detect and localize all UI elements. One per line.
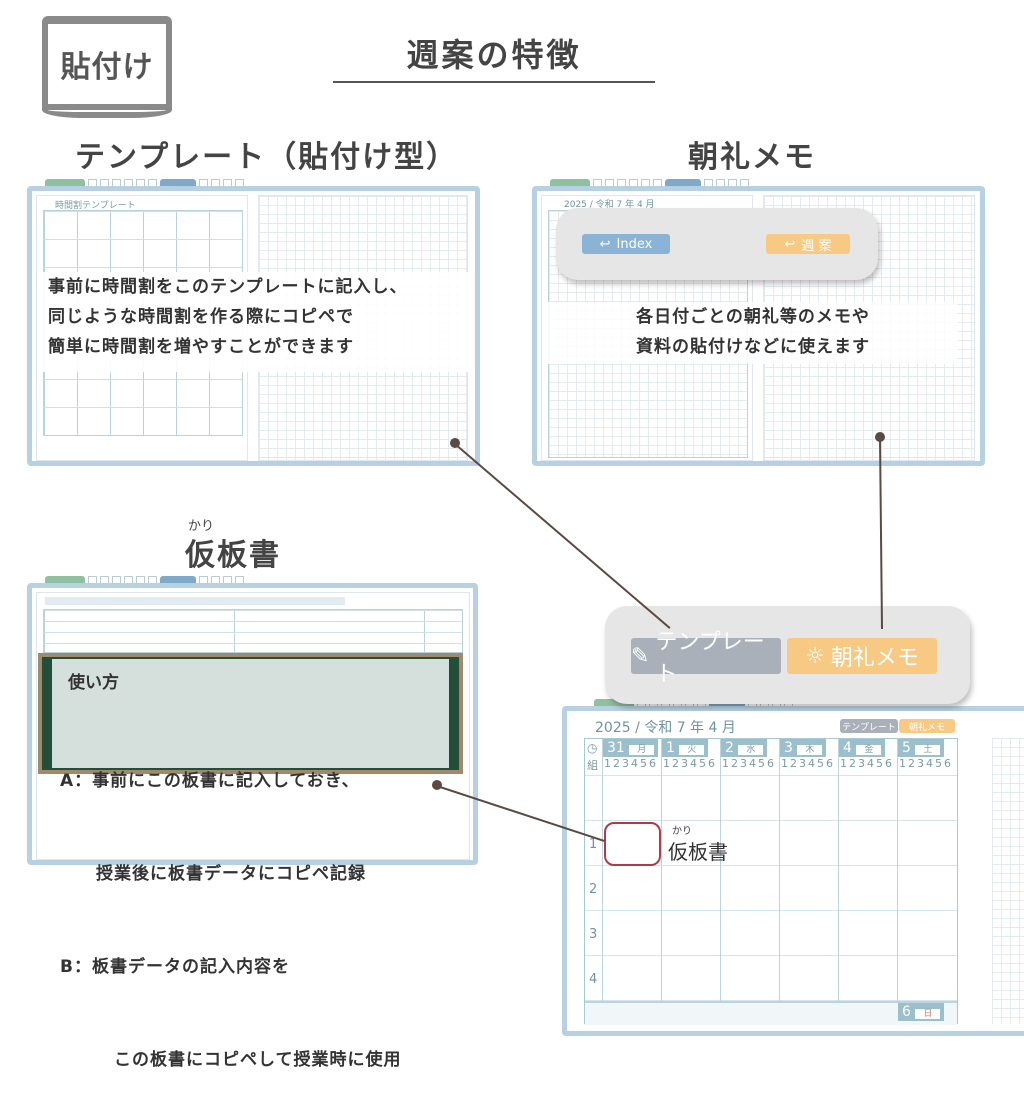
- period-label: 1: [589, 837, 598, 852]
- board-ruby: かり: [188, 519, 215, 534]
- period-label: 3: [589, 927, 598, 942]
- period-numbers: 123456: [781, 757, 835, 770]
- day-header[interactable]: 1 火: [662, 739, 709, 757]
- morning-heading: 朝礼メモ: [688, 140, 816, 175]
- day-header[interactable]: 5 土: [898, 739, 945, 757]
- desc-line: 同じような時間割を作る際にコピペで: [48, 307, 354, 327]
- edit-note-icon: ✎: [631, 643, 650, 669]
- period-label: 2: [589, 882, 598, 897]
- index-label: Index: [616, 236, 653, 252]
- morning-callout-label: 朝礼メモ: [830, 646, 919, 671]
- template-page-title: 時間割テンプレート: [55, 201, 136, 211]
- desc-line: 各日付ごとの朝礼等のメモや: [636, 307, 870, 327]
- template-callout-button[interactable]: ✎テンプレート: [631, 630, 781, 687]
- lesson-info-grid: [43, 609, 463, 653]
- desc-line: 資料の貼付けなどに使えます: [636, 337, 870, 357]
- return-icon: ↩: [784, 236, 796, 252]
- connector-dot: [450, 438, 460, 448]
- shuuan-button[interactable]: ↩ 週 案: [766, 234, 850, 254]
- right-page-grid: [992, 738, 1024, 1024]
- template-button[interactable]: テンプレート: [840, 719, 898, 733]
- paste-badge: 貼付け: [42, 16, 172, 118]
- clock-icon: ◷: [587, 741, 598, 755]
- howto-item: 授業後に板書データにコピペ記録: [60, 864, 366, 884]
- title-underline: [333, 81, 655, 83]
- morning-memo-button[interactable]: 朝礼メモ: [899, 719, 955, 733]
- return-icon: ↩: [599, 236, 611, 252]
- week-header-date: 2025 / 令和 7 年 4 月: [595, 720, 736, 736]
- desc-line: 簡単に時間割を増やすことができます: [48, 337, 354, 357]
- index-callout: ↩ Index ↩ 週 案: [556, 208, 878, 280]
- period-label: 4: [589, 972, 598, 987]
- period-numbers: 123456: [840, 757, 894, 770]
- howto-item: A：事前にこの板書に記入しておき、: [60, 771, 360, 791]
- day-header[interactable]: 3 木: [780, 739, 827, 757]
- howto-item: B：板書データの記入内容を: [60, 957, 290, 977]
- morning-description: 各日付ごとの朝礼等のメモや 資料の貼付けなどに使えます: [548, 302, 958, 364]
- period-numbers: 123456: [899, 757, 953, 770]
- page-title: 週案の特徴: [406, 36, 582, 74]
- howto-item: この板書にコピペして授業時に使用: [60, 1050, 402, 1070]
- sunday-header[interactable]: 6 日: [898, 1003, 945, 1021]
- sunday-row: [585, 1001, 957, 1025]
- header-date: 2025 / 令和 7 年 4 月: [564, 200, 655, 210]
- kumi-label: 組: [587, 759, 600, 772]
- connector-line: [454, 443, 671, 629]
- karibansho-label: 仮板書: [668, 840, 728, 864]
- desc-line: 事前に時間割をこのテンプレートに記入し、: [48, 277, 408, 297]
- tab-bar[interactable]: [45, 178, 244, 188]
- connector-dot: [875, 432, 885, 442]
- day-header[interactable]: 2 水: [721, 739, 768, 757]
- unit-bar: [45, 597, 345, 605]
- chalkboard: [38, 653, 463, 774]
- buttons-callout: ✎テンプレート ☼朝礼メモ: [605, 606, 970, 704]
- period-numbers: 123456: [663, 757, 717, 770]
- template-btn-label: テンプレート: [842, 722, 896, 733]
- badge-label: 貼付け: [60, 50, 154, 85]
- sunrise-icon: ☼: [805, 643, 825, 669]
- period-numbers: 123456: [604, 757, 658, 770]
- connector-dot: [432, 780, 442, 790]
- day-header[interactable]: 31 月: [603, 739, 659, 757]
- karibansho-ruby: かり: [672, 826, 692, 837]
- index-button[interactable]: ↩ Index: [582, 234, 670, 254]
- template-description: 事前に時間割をこのテンプレートに記入し、 同じような時間割を作る際にコピペで 簡…: [42, 272, 472, 372]
- howto-title: 使い方: [68, 673, 119, 693]
- period-rows: [585, 775, 957, 1023]
- template-callout-label: テンプレート: [655, 630, 765, 687]
- karibansho-highlight[interactable]: [604, 822, 661, 866]
- period-numbers: 123456: [722, 757, 776, 770]
- shuuan-label: 週 案: [801, 238, 832, 254]
- board-heading: 仮板書: [185, 538, 281, 573]
- howto-list: A：事前にこの板書に記入しておき、 授業後に板書データにコピペ記録 B：板書デー…: [60, 704, 402, 1107]
- morning-btn-label: 朝礼メモ: [908, 722, 945, 733]
- week-calendar: ◷ 31 月 1 火 2 水 3 木 4 金 5 土 組 123456 1234…: [584, 738, 958, 1025]
- morning-callout-button[interactable]: ☼朝礼メモ: [787, 638, 937, 674]
- template-heading: テンプレート（貼付け型）: [75, 140, 459, 175]
- tab-bar[interactable]: [550, 178, 749, 188]
- day-header[interactable]: 4 金: [839, 739, 886, 757]
- connector-line: [879, 437, 884, 629]
